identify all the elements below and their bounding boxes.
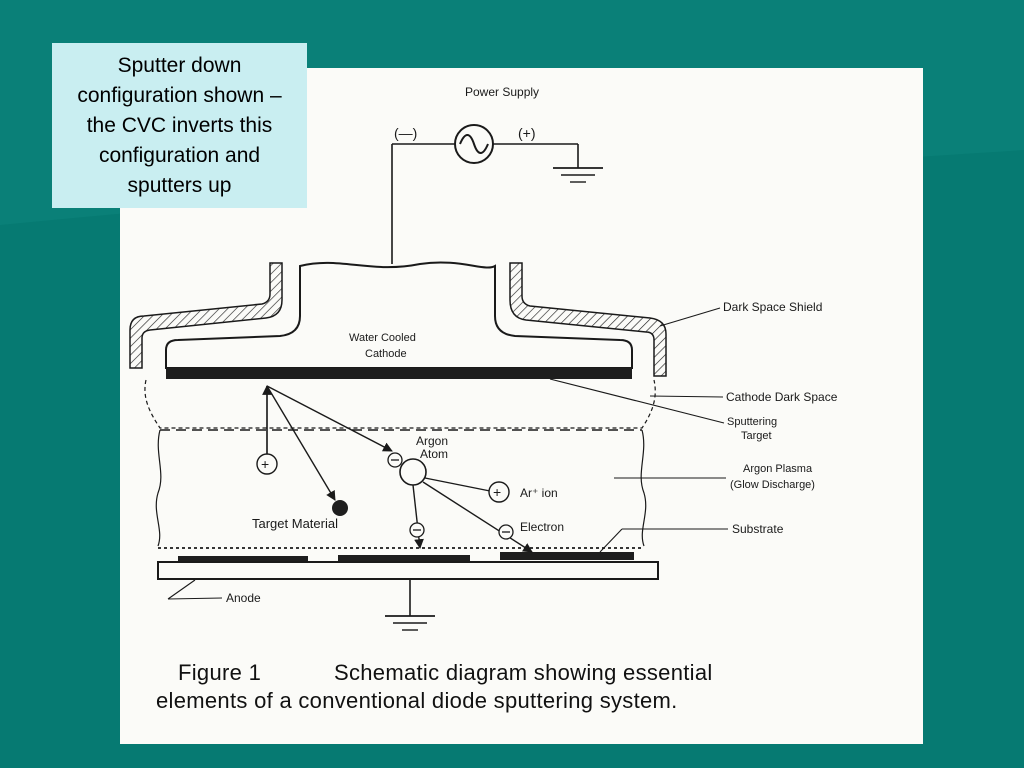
plasma-edge-left xyxy=(155,429,162,547)
electron-label: Electron xyxy=(520,520,564,534)
caption-figure-number: Figure 1 xyxy=(178,660,261,685)
water-cooled-label: Water Cooled xyxy=(349,332,416,344)
sputtering-label: Sputtering xyxy=(727,416,777,428)
dark-space-shield-right xyxy=(509,262,667,377)
plus-terminal-label: (+) xyxy=(518,125,536,141)
cathode-label: Cathode xyxy=(365,348,407,360)
argon-label: Argon xyxy=(416,434,448,448)
target-material-atom xyxy=(332,500,348,516)
electron-diagonal-path xyxy=(422,481,533,553)
ion-product-path xyxy=(424,477,491,492)
svg-text:+: + xyxy=(493,484,501,500)
callout-box: Sputter down configuration shown – the C… xyxy=(52,43,307,208)
caption-line-2: elements of a conventional diode sputter… xyxy=(156,688,678,713)
positive-ion-icon xyxy=(256,453,278,475)
argon-plasma-label: Argon Plasma xyxy=(743,463,813,475)
argon-ion-icon xyxy=(488,481,510,503)
target-label: Target xyxy=(741,430,772,442)
water-cooled-cathode xyxy=(165,261,633,369)
cathode-dark-space-label: Cathode Dark Space xyxy=(726,390,838,404)
ground-icon-top xyxy=(553,167,603,183)
substrate-2 xyxy=(338,555,470,563)
electron-to-argon-path xyxy=(266,385,393,452)
glow-discharge-label: (Glow Discharge) xyxy=(730,479,815,491)
svg-text:+: + xyxy=(261,456,269,472)
argon-atom-icon xyxy=(399,458,427,486)
callout-text: Sputter down configuration shown – the C… xyxy=(77,53,282,197)
power-supply-label: Power Supply xyxy=(465,85,539,99)
dark-space-shield-label: Dark Space Shield xyxy=(723,300,822,314)
dark-space-shield-left xyxy=(129,262,283,369)
sputtering-diagram: Power Supply (—) (+) Water Cooled Cathod… xyxy=(129,85,838,713)
figure-panel: Power Supply (—) (+) Water Cooled Cathod… xyxy=(120,68,923,744)
substrate-label: Substrate xyxy=(732,522,784,536)
atom-label: Atom xyxy=(420,447,448,461)
ground-icon-bottom xyxy=(385,615,435,631)
target-material-label: Target Material xyxy=(252,516,338,531)
sine-wave-icon xyxy=(459,134,489,154)
substrate-3 xyxy=(500,552,634,560)
caption-line-1: Schematic diagram showing essential xyxy=(334,660,713,685)
electron-down-path xyxy=(412,484,424,549)
plasma-edge-right xyxy=(640,429,647,547)
minus-terminal-label: (—) xyxy=(394,125,417,141)
sputtering-target xyxy=(166,368,632,379)
ar-ion-label: Ar⁺ ion xyxy=(520,486,558,500)
sputtered-atom-path xyxy=(266,385,336,501)
anode-plate xyxy=(157,561,659,580)
substrate-1 xyxy=(178,556,308,563)
anode-label: Anode xyxy=(226,591,261,605)
cathode-dark-space-region xyxy=(144,379,656,429)
